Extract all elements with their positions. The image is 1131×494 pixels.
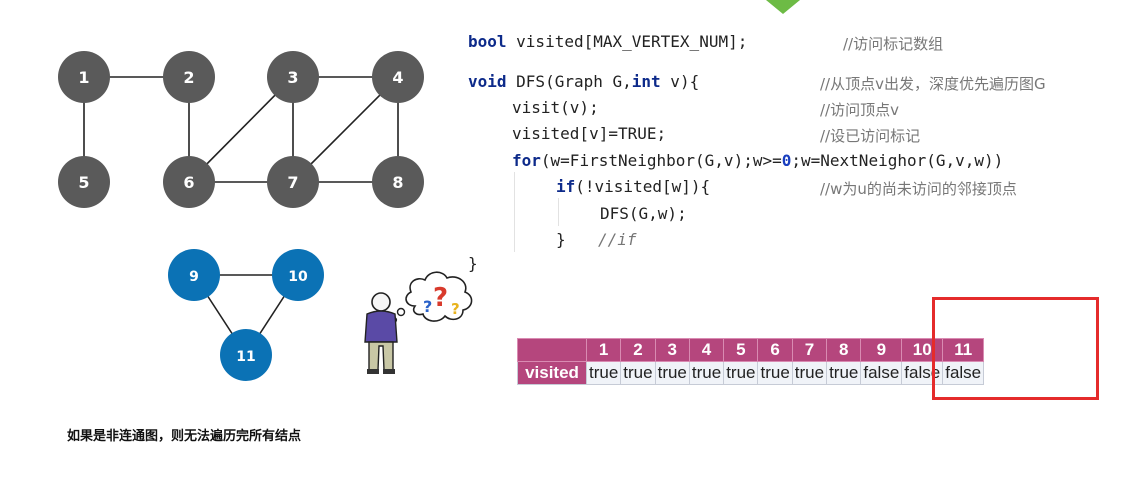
vertex-8 xyxy=(372,156,424,208)
vertex-label-6: 6 xyxy=(183,173,194,192)
visited-cell-4: true xyxy=(688,361,725,385)
vertex-11 xyxy=(220,329,272,381)
visited-cell-3: true xyxy=(654,361,690,385)
header-cell-6: 6 xyxy=(757,338,793,362)
visited-cell-10: false xyxy=(901,361,944,385)
dfs-code-block: bool visited[MAX_VERTEX_NUM]; //访问标记数组 v… xyxy=(0,0,1046,494)
svg-text:?: ? xyxy=(433,283,448,313)
header-cell-2: 2 xyxy=(620,338,656,362)
thinking-person-illustration: ? ? ? xyxy=(364,271,473,374)
indent-guide-inner xyxy=(558,198,559,226)
header-cell-1: 1 xyxy=(585,338,622,362)
vertex-4 xyxy=(372,51,424,103)
vertex-9 xyxy=(168,249,220,301)
vertex-label-9: 9 xyxy=(189,269,199,285)
header-cell-11: 11 xyxy=(942,338,985,362)
unvisited-highlight-box xyxy=(932,297,1099,400)
vertex-3 xyxy=(267,51,319,103)
header-cell-8: 8 xyxy=(826,338,862,362)
visit-call: visit(v); xyxy=(512,98,599,117)
vertex-label-4: 4 xyxy=(392,68,403,87)
visited-cell-5: true xyxy=(723,361,759,385)
visited-row-label: visited xyxy=(517,361,587,385)
set-visited-statement: visited[v]=TRUE; xyxy=(512,124,667,143)
vertex-label-10: 10 xyxy=(288,269,308,285)
header-cell-4: 4 xyxy=(688,338,725,362)
visited-cell-2: true xyxy=(620,361,656,385)
table-corner-cell xyxy=(517,338,587,362)
header-cell-3: 3 xyxy=(654,338,690,362)
visited-cell-8: true xyxy=(826,361,862,385)
visited-cell-6: true xyxy=(757,361,793,385)
comment-visited-array: //访问标记数组 xyxy=(843,35,944,53)
vertex-label-1: 1 xyxy=(78,68,89,87)
vertex-2 xyxy=(163,51,215,103)
vertex-label-7: 7 xyxy=(287,173,298,192)
dfs-signature: void DFS(Graph G,int v){ xyxy=(468,72,700,91)
vertex-5 xyxy=(58,156,110,208)
function-close-brace: } xyxy=(468,254,478,273)
comment-set-visited: //设已访问标记 xyxy=(820,127,921,145)
vertex-label-2: 2 xyxy=(183,68,194,87)
vertex-6 xyxy=(163,156,215,208)
svg-text:?: ? xyxy=(423,297,432,316)
vertex-7 xyxy=(267,156,319,208)
visited-cell-7: true xyxy=(791,361,828,385)
visited-cell-9: false xyxy=(860,361,903,385)
comment-visit: //访问顶点v xyxy=(820,101,899,119)
comment-end-if: //if xyxy=(598,230,637,249)
header-cell-5: 5 xyxy=(723,338,759,362)
caption-text: 如果是非连通图，则无法遍历完所有结点 xyxy=(67,429,302,444)
for-loop-header: for(w=FirstNeighbor(G,v);w>=0;w=NextNeig… xyxy=(512,151,1004,170)
vertex-label-11: 11 xyxy=(236,349,255,365)
if-statement: if(!visited[w]){ xyxy=(556,177,711,196)
vertex-1 xyxy=(58,51,110,103)
comment-if: //w为u的尚未访问的邻接顶点 xyxy=(820,180,1017,198)
header-cell-9: 9 xyxy=(860,338,903,362)
visited-cell-11: false xyxy=(942,361,985,385)
vertex-label-3: 3 xyxy=(287,68,298,87)
recursive-dfs-call: DFS(G,w); xyxy=(600,204,687,223)
vertex-label-8: 8 xyxy=(392,173,403,192)
vertex-10 xyxy=(272,249,324,301)
header-cell-7: 7 xyxy=(791,338,828,362)
indent-guide xyxy=(514,172,515,252)
if-close-brace: } xyxy=(556,230,566,249)
comment-dfs: //从顶点v出发，深度优先遍历图G xyxy=(820,75,1046,93)
svg-text:?: ? xyxy=(451,300,460,318)
visited-cell-1: true xyxy=(585,361,622,385)
visited-array-declaration: bool visited[MAX_VERTEX_NUM]; xyxy=(468,32,748,51)
vertex-label-5: 5 xyxy=(78,173,89,192)
green-arrow-marker xyxy=(766,0,800,14)
graph-diagram: 1 2 3 4 5 6 7 8 9 10 11 xyxy=(58,51,424,381)
header-cell-10: 10 xyxy=(901,338,944,362)
